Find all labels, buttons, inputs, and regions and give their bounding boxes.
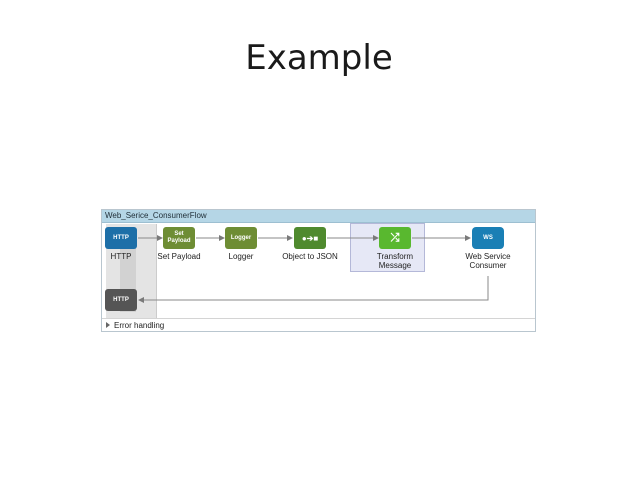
component-object-to-json[interactable]: ●➔■ Object to JSON [278, 227, 342, 261]
component-web-service-consumer[interactable]: WS Web Service Consumer [456, 227, 520, 270]
component-label: Transform Message [376, 252, 414, 270]
component-label: Object to JSON [282, 252, 338, 261]
error-handling-section[interactable]: Error handling [102, 318, 535, 333]
error-handling-label: Error handling [114, 321, 165, 330]
component-logger[interactable]: Logger Logger [209, 227, 273, 261]
logger-icon: Logger [225, 227, 257, 249]
component-set-payload[interactable]: Set Payload Set Payload [147, 227, 211, 261]
return-connector-arrow [138, 276, 489, 303]
set-payload-icon: Set Payload [163, 227, 195, 249]
web-service-icon: WS [472, 227, 504, 249]
component-label: HTTP [110, 252, 132, 261]
flow-name-header[interactable]: Web_Serice_ConsumerFlow [102, 210, 535, 223]
component-label: Logger [228, 252, 254, 261]
transform-icon: ⤮ [379, 227, 411, 249]
component-http-response[interactable]: HTTP [89, 289, 153, 311]
object-to-json-icon: ●➔■ [294, 227, 326, 249]
component-http[interactable]: HTTP HTTP [89, 227, 153, 261]
component-label: Set Payload [157, 252, 201, 261]
flow-body [156, 224, 535, 318]
expand-triangle-icon[interactable] [106, 322, 110, 328]
component-label: Web Service Consumer [465, 252, 511, 270]
http-globe-icon: HTTP [105, 227, 137, 249]
slide-title: Example [245, 38, 393, 78]
http-response-icon: HTTP [105, 289, 137, 311]
component-transform-message[interactable]: ⤮ Transform Message [363, 227, 427, 270]
